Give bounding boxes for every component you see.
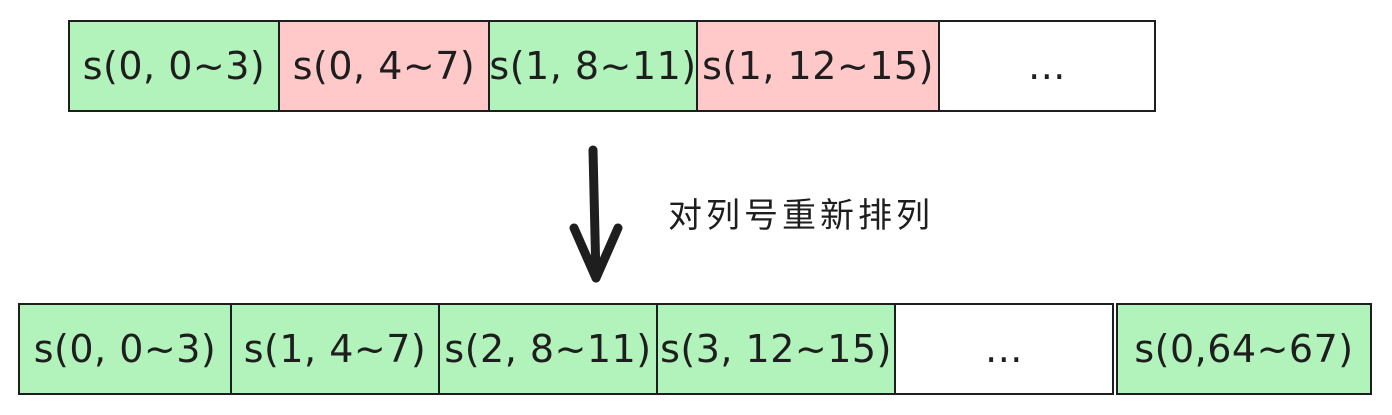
bottom-cell-2: s(2, 8~11) xyxy=(438,303,658,395)
bottom-cell-0: s(0, 0~3) xyxy=(18,303,232,395)
bottom-cell-last: s(0,64~67) xyxy=(1116,303,1372,395)
top-cell-3: s(1, 12~15) xyxy=(696,20,940,112)
top-cell-ellipsis: ... xyxy=(938,20,1156,112)
bottom-cell-3: s(3, 12~15) xyxy=(656,303,896,395)
bottom-cell-ellipsis: ... xyxy=(894,303,1114,395)
down-arrow-icon xyxy=(569,145,623,283)
top-cell-1: s(0, 4~7) xyxy=(278,20,490,112)
bottom-cell-1: s(1, 4~7) xyxy=(230,303,440,395)
reordered-layout-row: s(0, 0~3) s(1, 4~7) s(2, 8~11) s(3, 12~1… xyxy=(18,303,1372,395)
top-cell-2: s(1, 8~11) xyxy=(488,20,698,112)
top-cell-0: s(0, 0~3) xyxy=(68,20,280,112)
original-layout-row: s(0, 0~3) s(0, 4~7) s(1, 8~11) s(1, 12~1… xyxy=(68,20,1156,112)
reorder-caption: 对列号重新排列 xyxy=(668,196,934,236)
